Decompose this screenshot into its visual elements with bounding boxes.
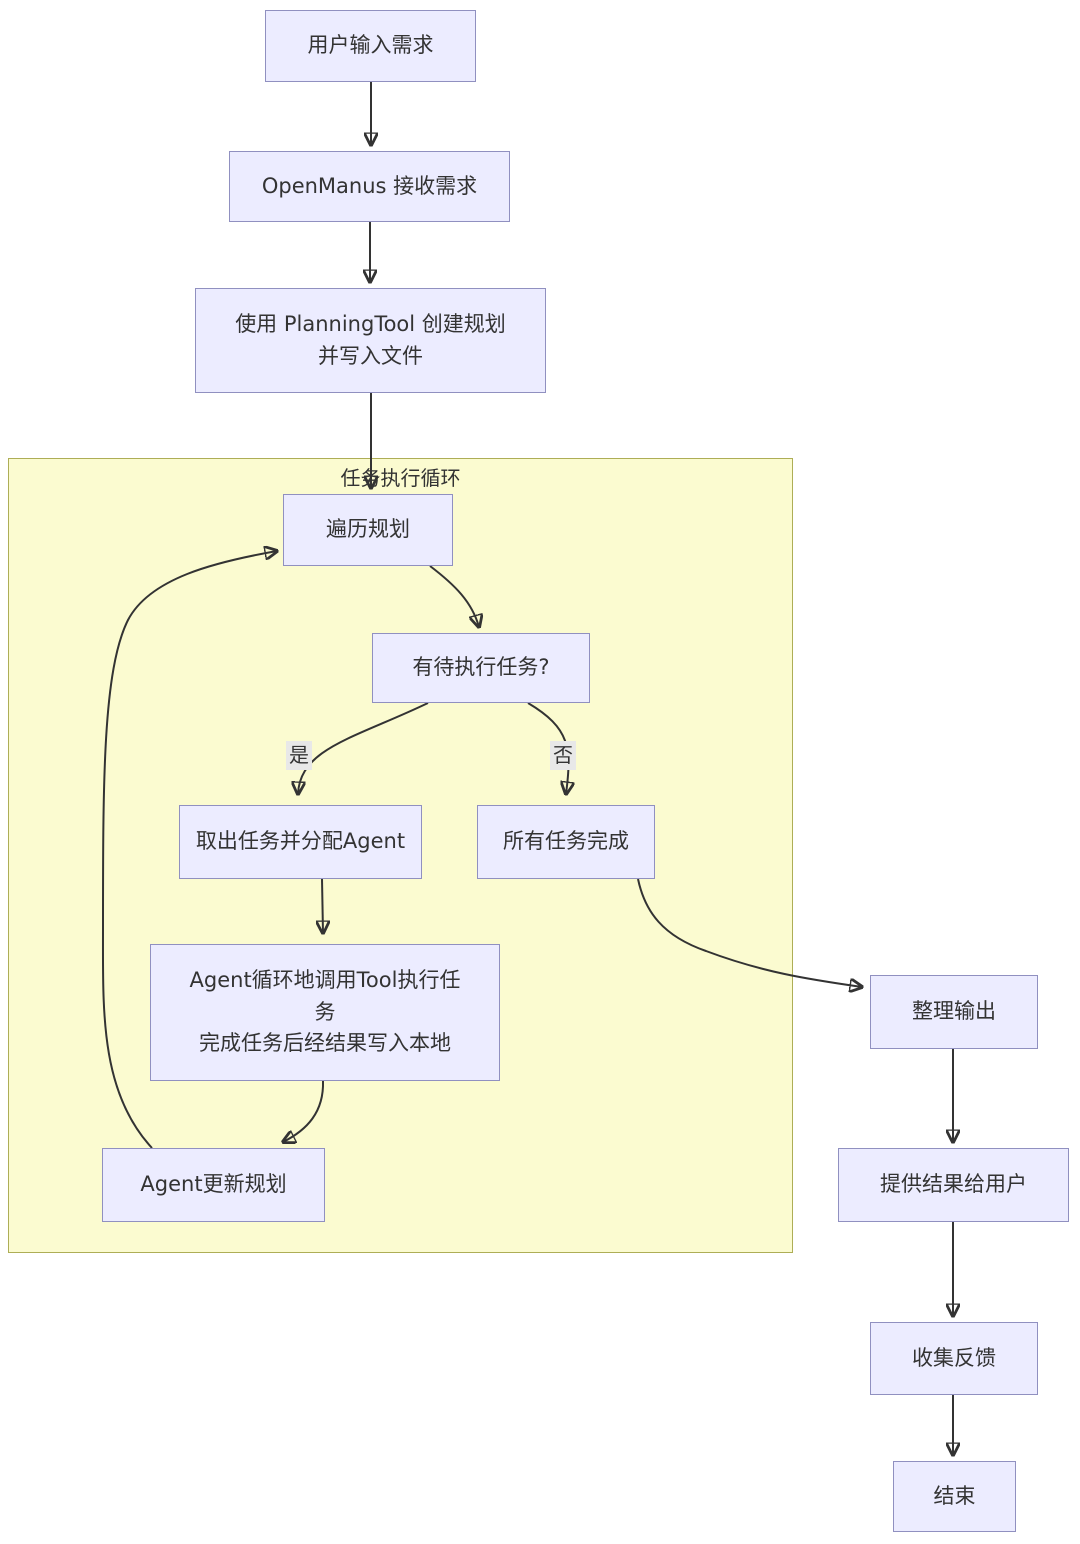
node-end: 结束 [893, 1461, 1016, 1532]
node-label: 遍历规划 [326, 517, 410, 542]
edge-label-no: 否 [550, 741, 576, 770]
node-label: Agent更新规划 [140, 1172, 287, 1197]
node-label: 整理输出 [912, 999, 996, 1024]
node-agent-update-plan: Agent更新规划 [102, 1148, 325, 1222]
node-organize-output: 整理输出 [870, 975, 1038, 1049]
node-agent-execute-tool: Agent循环地调用Tool执行任 务 完成任务后经结果写入本地 [150, 944, 500, 1081]
edge-label-yes: 是 [286, 741, 312, 770]
node-openmanus-receive: OpenManus 接收需求 [229, 151, 510, 222]
node-all-tasks-complete: 所有任务完成 [477, 805, 655, 879]
node-pending-task-check: 有待执行任务? [372, 633, 590, 703]
node-label: 结束 [933, 1483, 976, 1508]
node-use-planningtool: 使用 PlanningTool 创建规划 并写入文件 [195, 288, 546, 393]
node-provide-results: 提供结果给用户 [838, 1148, 1069, 1222]
node-user-input-requirement: 用户输入需求 [265, 10, 476, 82]
node-label: 提供结果给用户 [880, 1172, 1027, 1197]
cluster-title-task-execution-loop: 任务执行循环 [340, 466, 461, 490]
node-take-task-assign-agent: 取出任务并分配Agent [179, 805, 422, 879]
node-label: 使用 PlanningTool 创建规划 并写入文件 [235, 312, 506, 368]
node-label: Agent循环地调用Tool执行任 务 完成任务后经结果写入本地 [189, 968, 461, 1056]
node-label: 收集反馈 [912, 1345, 996, 1370]
node-label: 所有任务完成 [503, 829, 629, 854]
node-label: 有待执行任务? [412, 655, 550, 680]
node-label: 用户输入需求 [307, 33, 434, 58]
node-collect-feedback: 收集反馈 [870, 1322, 1038, 1395]
node-label: 取出任务并分配Agent [195, 829, 406, 854]
node-traverse-plan: 遍历规划 [283, 494, 453, 566]
node-label: OpenManus 接收需求 [261, 173, 478, 198]
